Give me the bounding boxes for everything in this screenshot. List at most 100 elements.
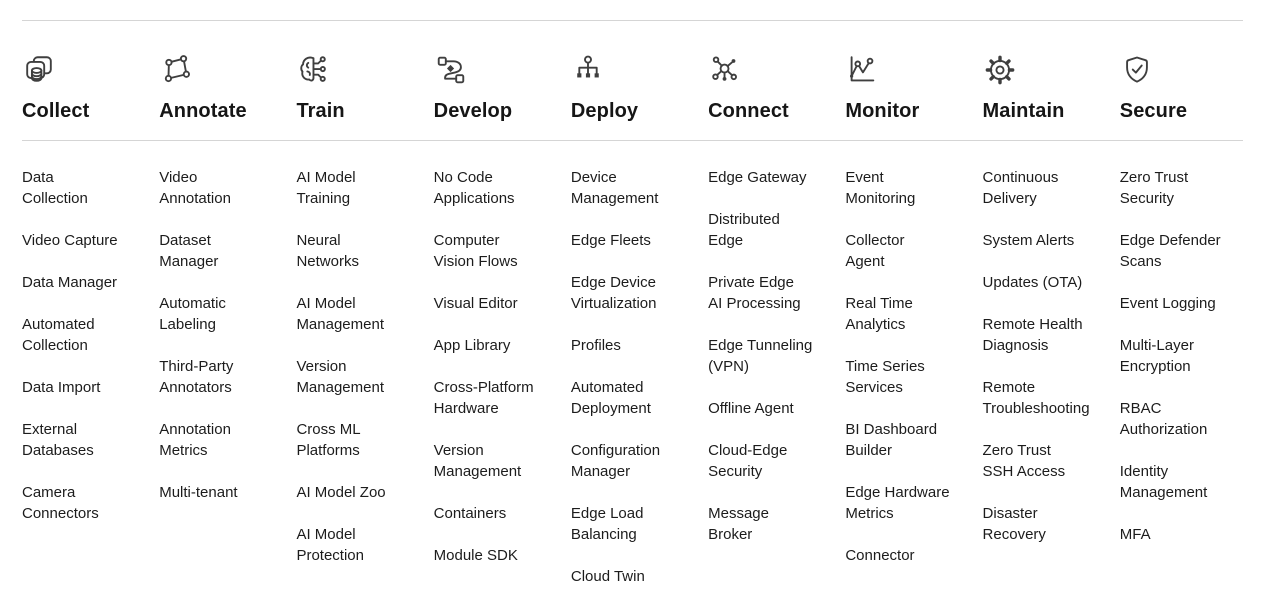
category-title: Monitor [845,100,920,122]
polygon-nodes-icon [159,53,193,87]
feature-link[interactable]: Edge Tunneling (VPN) [708,337,813,375]
feature-link[interactable]: Module SDK [433,547,518,564]
feature-link[interactable]: AI Model Protection [296,526,364,564]
feature-link[interactable]: Cross-Platform Hardware [433,379,534,417]
feature-link[interactable]: Data Manager [22,274,118,291]
feature-link[interactable]: AI Model Management [296,295,384,333]
feature-link[interactable]: Time Series Services [845,358,925,396]
feature-link[interactable]: Visual Editor [433,295,518,312]
feature-link[interactable]: Configuration Manager [570,442,661,480]
feature-link[interactable]: RBAC Authorization [1119,400,1208,438]
feature-list-deploy: Device Management Edge Fleets Edge Devic… [571,167,694,587]
category-header-maintain: Maintain [983,53,1106,123]
category-title: Annotate [159,100,247,122]
feature-link[interactable]: Device Management [570,169,659,207]
feature-link[interactable]: Event Logging [1119,295,1216,312]
ai-brain-icon [296,53,330,87]
category-header-monitor: Monitor [845,53,968,123]
line-chart-icon [845,53,879,87]
feature-link[interactable]: Data Import [22,379,101,396]
feature-link[interactable]: Edge Gateway [708,169,807,186]
feature-link[interactable]: Updates (OTA) [982,274,1083,291]
feature-link[interactable]: Identity Management [1119,463,1208,501]
feature-link[interactable]: Profiles [570,337,621,354]
category-title: Secure [1119,100,1188,122]
feature-link[interactable]: Third-Party Annotators [159,358,234,396]
feature-link[interactable]: Cloud Twin [570,568,645,585]
feature-link[interactable]: Remote Troubleshooting [982,379,1090,417]
feature-link[interactable]: Edge Hardware Metrics [845,484,950,522]
feature-link[interactable]: AI Model Zoo [296,484,386,501]
database-copy-icon [22,53,56,87]
feature-link[interactable]: Camera Connectors [22,484,99,522]
feature-link[interactable]: System Alerts [982,232,1075,249]
feature-link[interactable]: External Databases [22,421,94,459]
feature-link[interactable]: Computer Vision Flows [433,232,518,270]
category-title: Maintain [982,100,1065,122]
category-title: Collect [22,100,90,122]
feature-list-maintain: Continuous Delivery System Alerts Update… [983,167,1106,587]
category-header-deploy: Deploy [571,53,694,123]
feature-link[interactable]: Data Collection [22,169,88,207]
feature-link[interactable]: Collector Agent [845,232,905,270]
hierarchy-icon [571,53,605,87]
feature-link[interactable]: Edge Fleets [570,232,651,249]
feature-link[interactable]: Automated Collection [22,316,95,354]
feature-link[interactable]: Distributed Edge [708,211,780,249]
feature-link[interactable]: Event Monitoring [845,169,916,207]
feature-link[interactable]: Containers [433,505,507,522]
feature-link[interactable]: Automated Deployment [570,379,651,417]
feature-link[interactable]: Version Management [296,358,384,396]
category-header-connect: Connect [708,53,831,123]
feature-list-monitor: Event Monitoring Collector Agent Real Ti… [845,167,968,587]
category-title: Connect [708,100,789,122]
feature-list-train: AI Model Training Neural Networks AI Mod… [296,167,419,587]
feature-link[interactable]: Cross ML Platforms [296,421,361,459]
feature-link[interactable]: Offline Agent [708,400,794,417]
feature-list-collect: Data Collection Video Capture Data Manag… [22,167,145,587]
category-header-develop: Develop [434,53,557,123]
feature-link[interactable]: Edge Load Balancing [570,505,644,543]
category-title: Deploy [570,100,639,122]
feature-list-connect: Edge Gateway Distributed Edge Private Ed… [708,167,831,587]
feature-link[interactable]: Remote Health Diagnosis [982,316,1083,354]
feature-list-develop: No Code Applications Computer Vision Flo… [434,167,557,587]
feature-link[interactable]: MFA [1119,526,1151,543]
gear-icon [983,53,1017,87]
category-header-secure: Secure [1120,53,1243,123]
feature-link[interactable]: Zero Trust SSH Access [982,442,1066,480]
feature-link[interactable]: Dataset Manager [159,232,219,270]
feature-list-annotate: Video Annotation Dataset Manager Automat… [159,167,282,587]
feature-link[interactable]: Version Management [433,442,522,480]
feature-link[interactable]: Annotation Metrics [159,421,231,459]
feature-link[interactable]: Message Broker [708,505,769,543]
workflow-route-icon [434,53,468,87]
feature-link[interactable]: Zero Trust Security [1119,169,1189,207]
feature-link[interactable]: App Library [433,337,511,354]
feature-link[interactable]: Connector [845,547,915,564]
shield-check-icon [1120,53,1154,87]
feature-link[interactable]: Private Edge AI Processing [708,274,801,312]
feature-list-secure: Zero Trust Security Edge Defender Scans … [1120,167,1243,587]
feature-link[interactable]: BI Dashboard Builder [845,421,938,459]
top-divider [22,20,1243,21]
feature-link[interactable]: Automatic Labeling [159,295,226,333]
feature-link[interactable]: Disaster Recovery [982,505,1046,543]
feature-link[interactable]: Multi-tenant [159,484,238,501]
feature-link[interactable]: Neural Networks [296,232,359,270]
feature-link[interactable]: Edge Defender Scans [1119,232,1221,270]
network-hub-icon [708,53,742,87]
feature-link[interactable]: Edge Device Virtualization [570,274,657,312]
feature-link[interactable]: No Code Applications [433,169,515,207]
feature-link[interactable]: AI Model Training [296,169,356,207]
feature-link[interactable]: Multi-Layer Encryption [1119,337,1194,375]
feature-link[interactable]: Continuous Delivery [982,169,1059,207]
feature-columns: Data Collection Video Capture Data Manag… [22,141,1243,587]
category-header-annotate: Annotate [159,53,282,123]
category-title: Train [296,100,345,122]
feature-link[interactable]: Cloud-Edge Security [708,442,788,480]
category-header-train: Train [296,53,419,123]
feature-link[interactable]: Real Time Analytics [845,295,913,333]
feature-link[interactable]: Video Annotation [159,169,231,207]
feature-link[interactable]: Video Capture [22,232,118,249]
